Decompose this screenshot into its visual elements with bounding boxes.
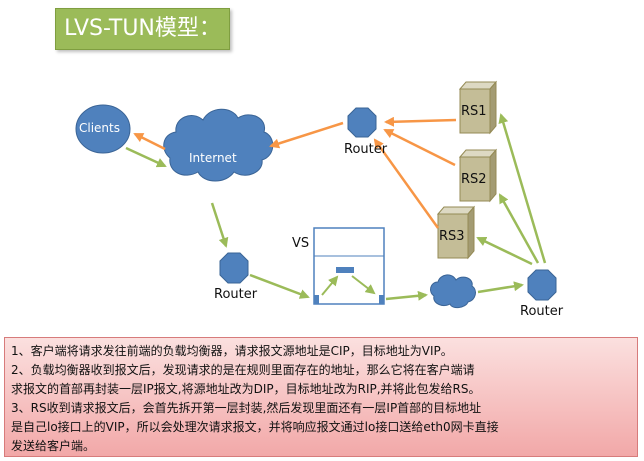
router-left-label: Router bbox=[214, 287, 258, 302]
rs1-label: RS1 bbox=[461, 104, 487, 119]
internet-label: Internet bbox=[189, 151, 237, 165]
arrow-vs-to-cloud bbox=[385, 290, 428, 301]
vs-inner-module bbox=[336, 267, 354, 273]
rs1-server bbox=[458, 80, 498, 135]
vs-port-right bbox=[379, 295, 384, 304]
description-line-3: 求报文的首部再封装一层IP报文,将源地址改为DIP，目标地址改为RIP,并将此包… bbox=[11, 382, 481, 396]
arrow-router-to-vs bbox=[249, 273, 310, 299]
internet-cloud bbox=[163, 108, 274, 182]
clients-label: Clients bbox=[79, 121, 120, 135]
arrow-router-to-rs1 bbox=[498, 113, 547, 264]
arrow-rs1-to-router bbox=[384, 116, 457, 127]
arrow-router-to-rs2 bbox=[498, 193, 540, 264]
description-line-1: 1、客户端将请求发往前端的负载均衡器，请求报文源地址是CIP，目标地址为VIP。 bbox=[11, 344, 453, 358]
arrow-cloud-to-router bbox=[477, 281, 524, 294]
rs3-server bbox=[436, 205, 476, 260]
clients-node bbox=[75, 104, 131, 154]
vs-port-left bbox=[314, 295, 319, 304]
router-top-label: Router bbox=[344, 142, 388, 157]
description-line-5: 是自己lo接口上的VIP，所以会处理次请求报文，并将响应报文通过lo接口送给et… bbox=[11, 420, 499, 434]
arrow-internet-to-router bbox=[210, 202, 229, 248]
arrow-vs-inner-down bbox=[351, 275, 376, 295]
rs2-label: RS2 bbox=[461, 172, 487, 187]
vs-label: VS bbox=[292, 236, 310, 251]
arrow-rs3-to-router bbox=[373, 138, 440, 229]
rs2-server bbox=[458, 148, 498, 203]
arrow-router-to-internet bbox=[269, 121, 344, 149]
arrow-rs2-to-router bbox=[383, 128, 456, 167]
arrow-router-to-rs3 bbox=[476, 236, 533, 266]
router-right-label: Router bbox=[520, 304, 564, 319]
diagram-title: LVS-TUN模型： bbox=[55, 8, 230, 50]
router-top-node bbox=[347, 107, 377, 138]
description-line-6: 发送给客户端。 bbox=[11, 439, 96, 453]
arrow-clients-to-internet bbox=[125, 146, 167, 168]
description-line-4: 3、RS收到请求报文后，会首先拆开第一层封装,然后发现里面还有一层IP首部的目标… bbox=[11, 401, 482, 415]
description-line-2: 2、负载均衡器收到报文后，发现请求的是在规则里面存在的地址，那么它将在客户端请 bbox=[11, 363, 475, 377]
router-left-node bbox=[219, 252, 249, 284]
router-right-node bbox=[527, 269, 557, 301]
arrow-internet-to-clients bbox=[133, 132, 166, 151]
description-box: 1、客户端将请求发往前端的负载均衡器，请求报文源地址是CIP，目标地址为VIP。… bbox=[4, 337, 638, 457]
small-cloud bbox=[430, 274, 476, 309]
rs3-label: RS3 bbox=[439, 229, 465, 244]
arrow-vs-inner-up bbox=[321, 275, 339, 296]
